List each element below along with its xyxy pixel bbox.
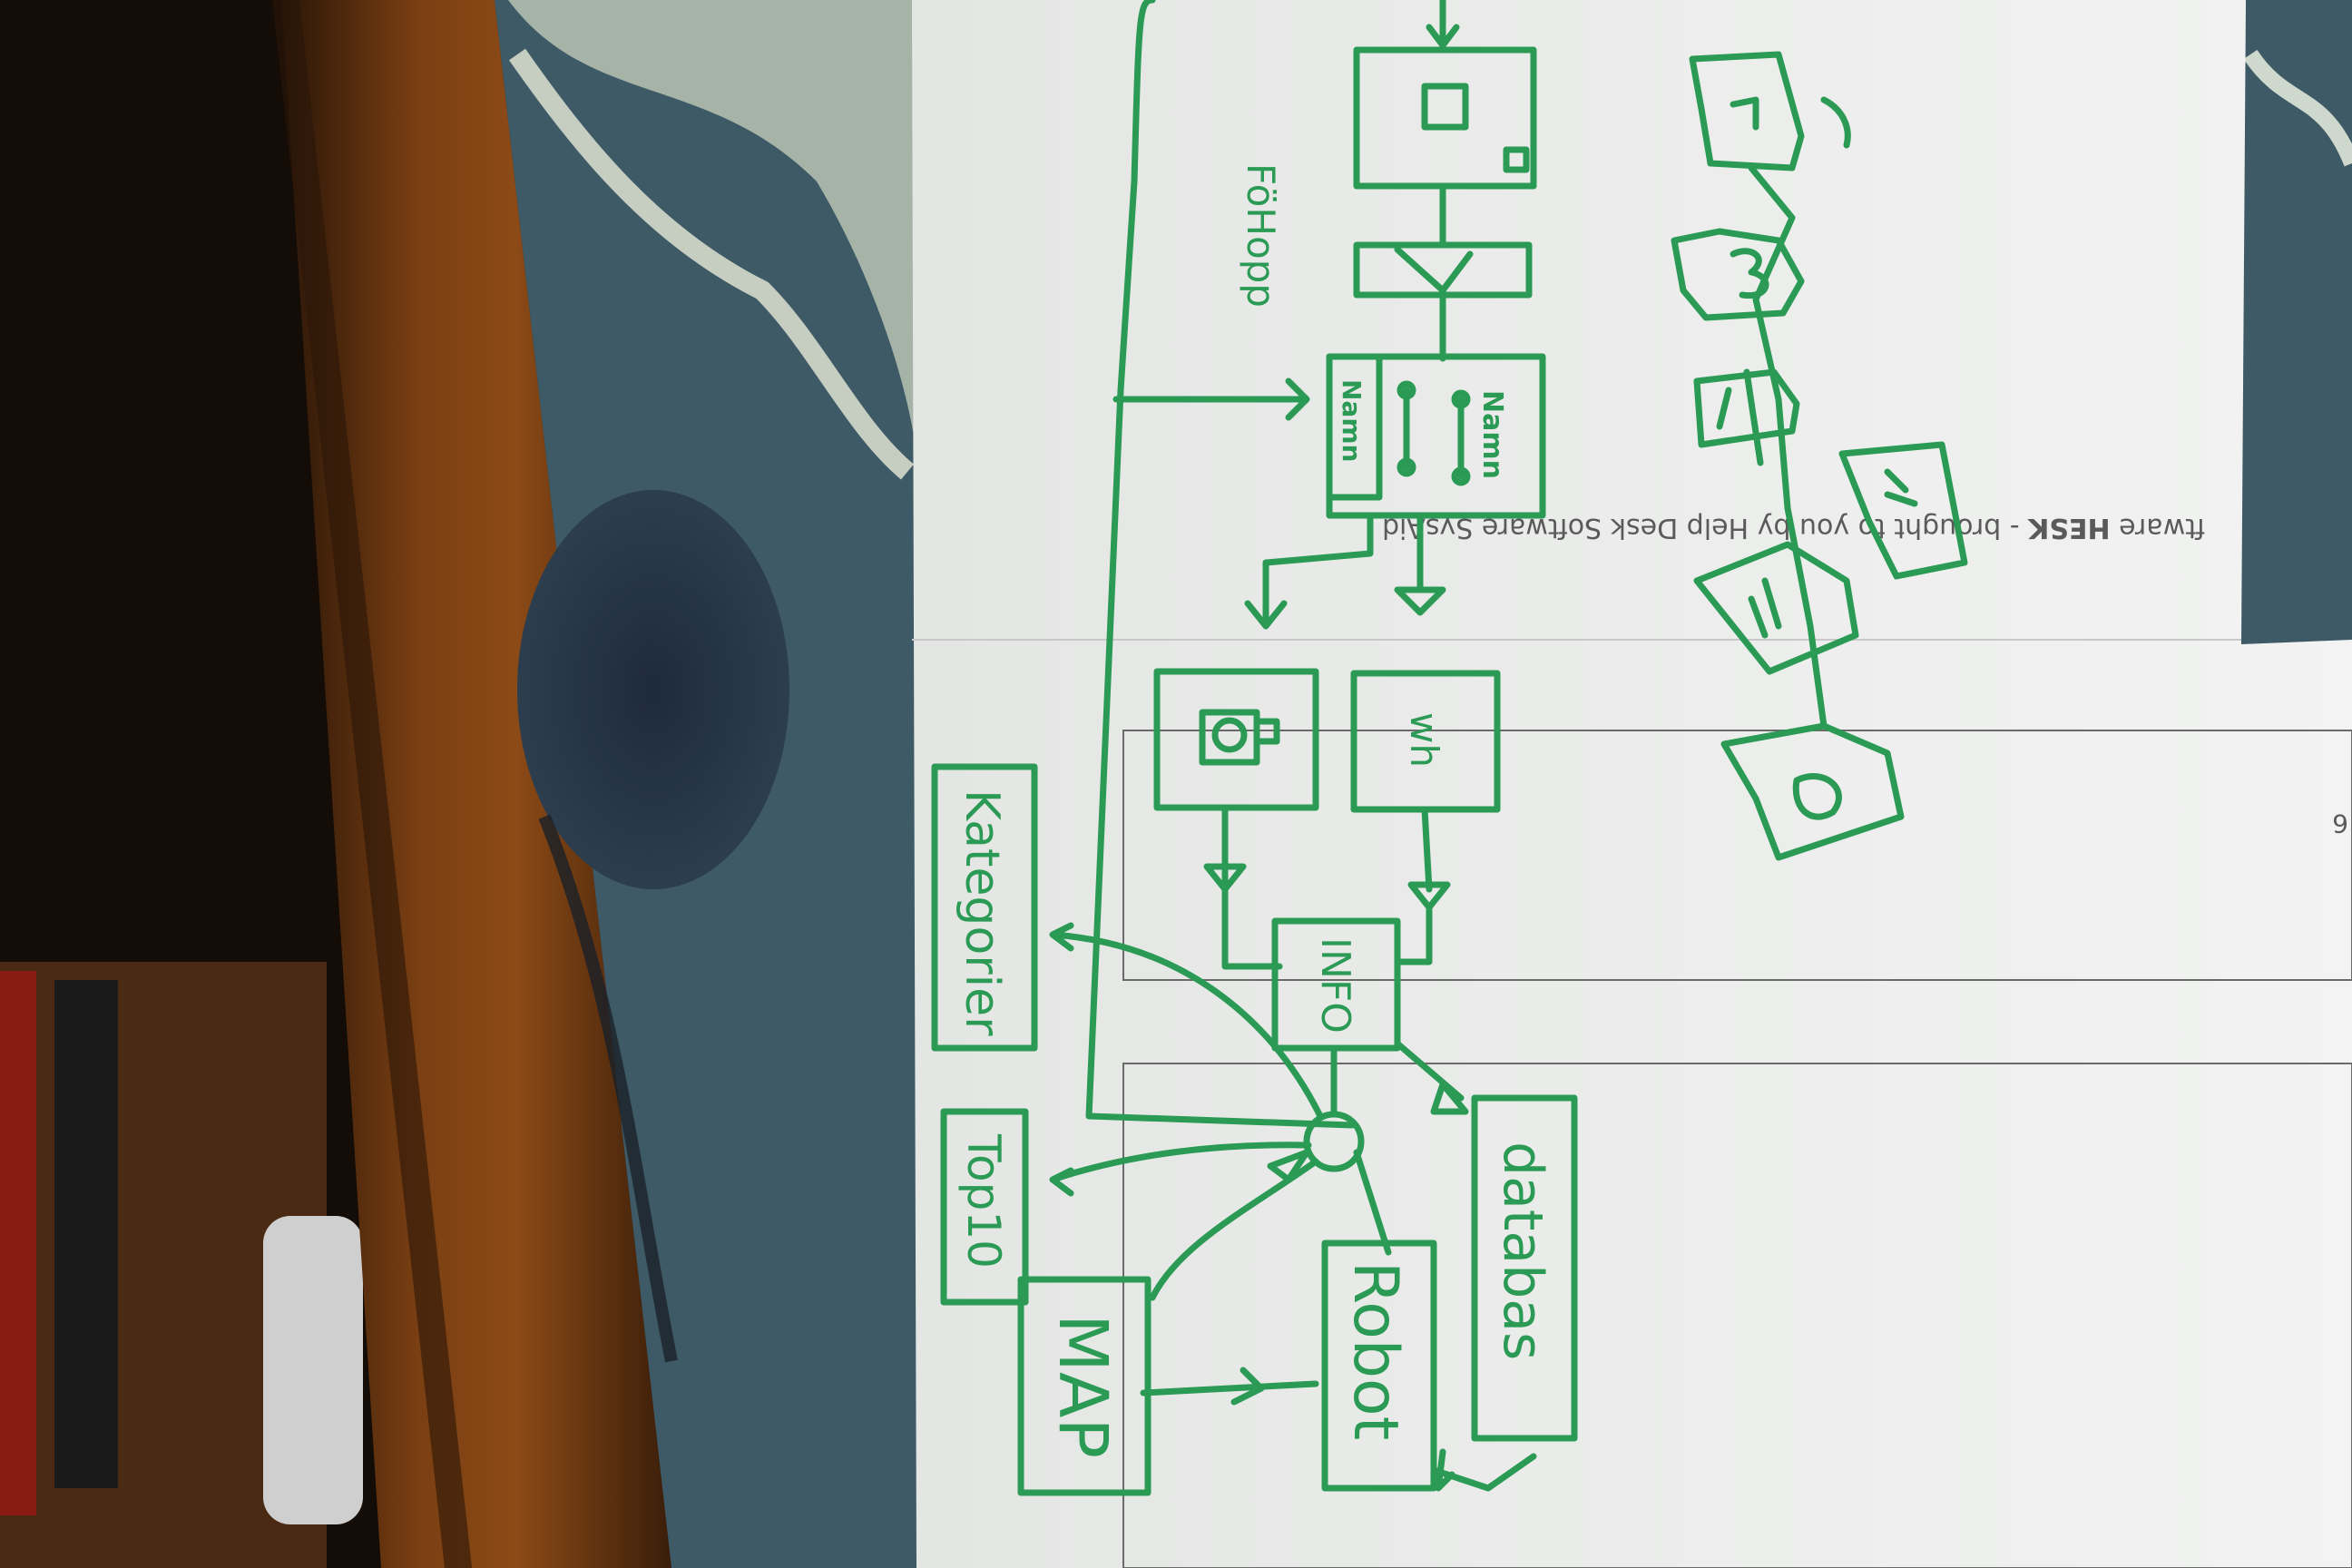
camera-icon-lens <box>1211 717 1248 753</box>
red-object <box>0 971 36 1515</box>
pen-object <box>54 980 118 1488</box>
arrow-databas-to-robot <box>1430 1448 1537 1492</box>
robot-box <box>1321 1240 1437 1492</box>
slider-knob <box>1396 457 1416 477</box>
slider-knob <box>1451 389 1471 409</box>
thumbnail-3-glyph <box>1716 368 1764 466</box>
label-namn: Namn <box>1476 390 1508 479</box>
screen-inner-square <box>1421 83 1469 131</box>
painting-light-area <box>508 0 916 454</box>
arrow-camera-to-info <box>1203 804 1247 893</box>
camera-icon-flash <box>1253 718 1280 745</box>
storyboard-arrowhead <box>1820 96 1851 149</box>
svg-text:FöHopp: FöHopp <box>1239 163 1283 308</box>
svg-text:6: 6 <box>2332 808 2348 838</box>
storyboard-connector <box>1748 164 1828 730</box>
svg-text:Kategorier: Kategorier <box>955 789 1009 1036</box>
arrow-to-camera <box>1244 514 1374 630</box>
painting-right-strip <box>2241 0 2352 644</box>
label-map: MAP <box>1044 1314 1122 1458</box>
white-object <box>263 1216 363 1524</box>
camera-box <box>1153 668 1319 811</box>
arrow-robot-to-map <box>1140 1367 1319 1406</box>
label-kategorier: Kategorier <box>955 789 1009 1036</box>
arrow-to-namn <box>1112 377 1310 421</box>
slider-knob <box>1451 466 1471 486</box>
wooden-frame <box>281 0 671 1568</box>
info-inputs <box>1221 886 1433 970</box>
sketch-drawing <box>931 0 1968 1496</box>
label-wh: wh <box>1402 712 1446 768</box>
svg-text:Namn: Namn <box>1337 379 1367 462</box>
printed-box-bottom <box>1122 1063 2352 1568</box>
label-top10: Top10 <box>957 1133 1010 1269</box>
svg-text:Robot: Robot <box>1339 1261 1411 1440</box>
thumbnail-3 <box>1693 368 1800 448</box>
svg-text:Namn: Namn <box>1476 390 1508 479</box>
thumbnail-4-glyph <box>1884 468 1918 507</box>
painting-right-brushstroke <box>2243 49 2352 167</box>
frame-shadow <box>272 0 472 1568</box>
label-robot: Robot <box>1339 1261 1411 1440</box>
label-info: INFO <box>1312 937 1358 1034</box>
thumbnail-6-glyph <box>1792 773 1842 820</box>
printed-box-top <box>1122 730 2352 981</box>
namn-sliders <box>1403 387 1465 480</box>
printed-edge-char: 6 <box>2332 808 2348 838</box>
paper-sheet <box>912 0 2352 1568</box>
arrow-to-wh <box>1394 514 1446 616</box>
label-databas: databas <box>1491 1142 1554 1360</box>
svg-text:INFO: INFO <box>1312 937 1358 1034</box>
arrow-to-kategorier <box>1049 922 1324 1120</box>
entry-arrow <box>1426 0 1460 54</box>
connector-hub-to-robot <box>1353 1149 1392 1256</box>
thumbnail-4 <box>1838 441 1968 580</box>
kategorier-box <box>931 763 1038 1052</box>
thumbnail-5 <box>1693 541 1859 675</box>
svg-text:MAP: MAP <box>1044 1314 1122 1458</box>
slider-knob <box>1396 380 1416 400</box>
label-namn-field: Namn <box>1337 379 1367 462</box>
screen-corner-square <box>1503 146 1530 173</box>
thumbnail-2 <box>1671 228 1805 321</box>
namn-field-box <box>1326 353 1383 501</box>
top10-box <box>940 1108 1029 1306</box>
painting-brushstroke <box>508 48 915 480</box>
hopp-icon <box>1394 246 1474 294</box>
map-box <box>1017 1276 1152 1496</box>
painting-dark-shape <box>517 490 789 889</box>
loop-line <box>1085 0 1356 1129</box>
thumbnail-5-glyph <box>1748 577 1782 639</box>
svg-text:wh: wh <box>1402 712 1446 768</box>
thumbnail-1 <box>1689 51 1805 172</box>
thumbnail-1-glyph <box>1730 96 1759 131</box>
databas-box <box>1471 1094 1578 1442</box>
arrow-to-map <box>1149 1149 1319 1301</box>
svg-text:Top10: Top10 <box>957 1133 1010 1269</box>
painting-line <box>538 814 678 1363</box>
arrow-to-top10 <box>1049 1142 1312 1197</box>
arrow-wh-to-info <box>1407 806 1451 911</box>
label-fohopp: FöHopp <box>1239 163 1283 308</box>
svg-text:databas: databas <box>1491 1142 1554 1360</box>
arrow-info-to-databas <box>1394 1040 1469 1115</box>
